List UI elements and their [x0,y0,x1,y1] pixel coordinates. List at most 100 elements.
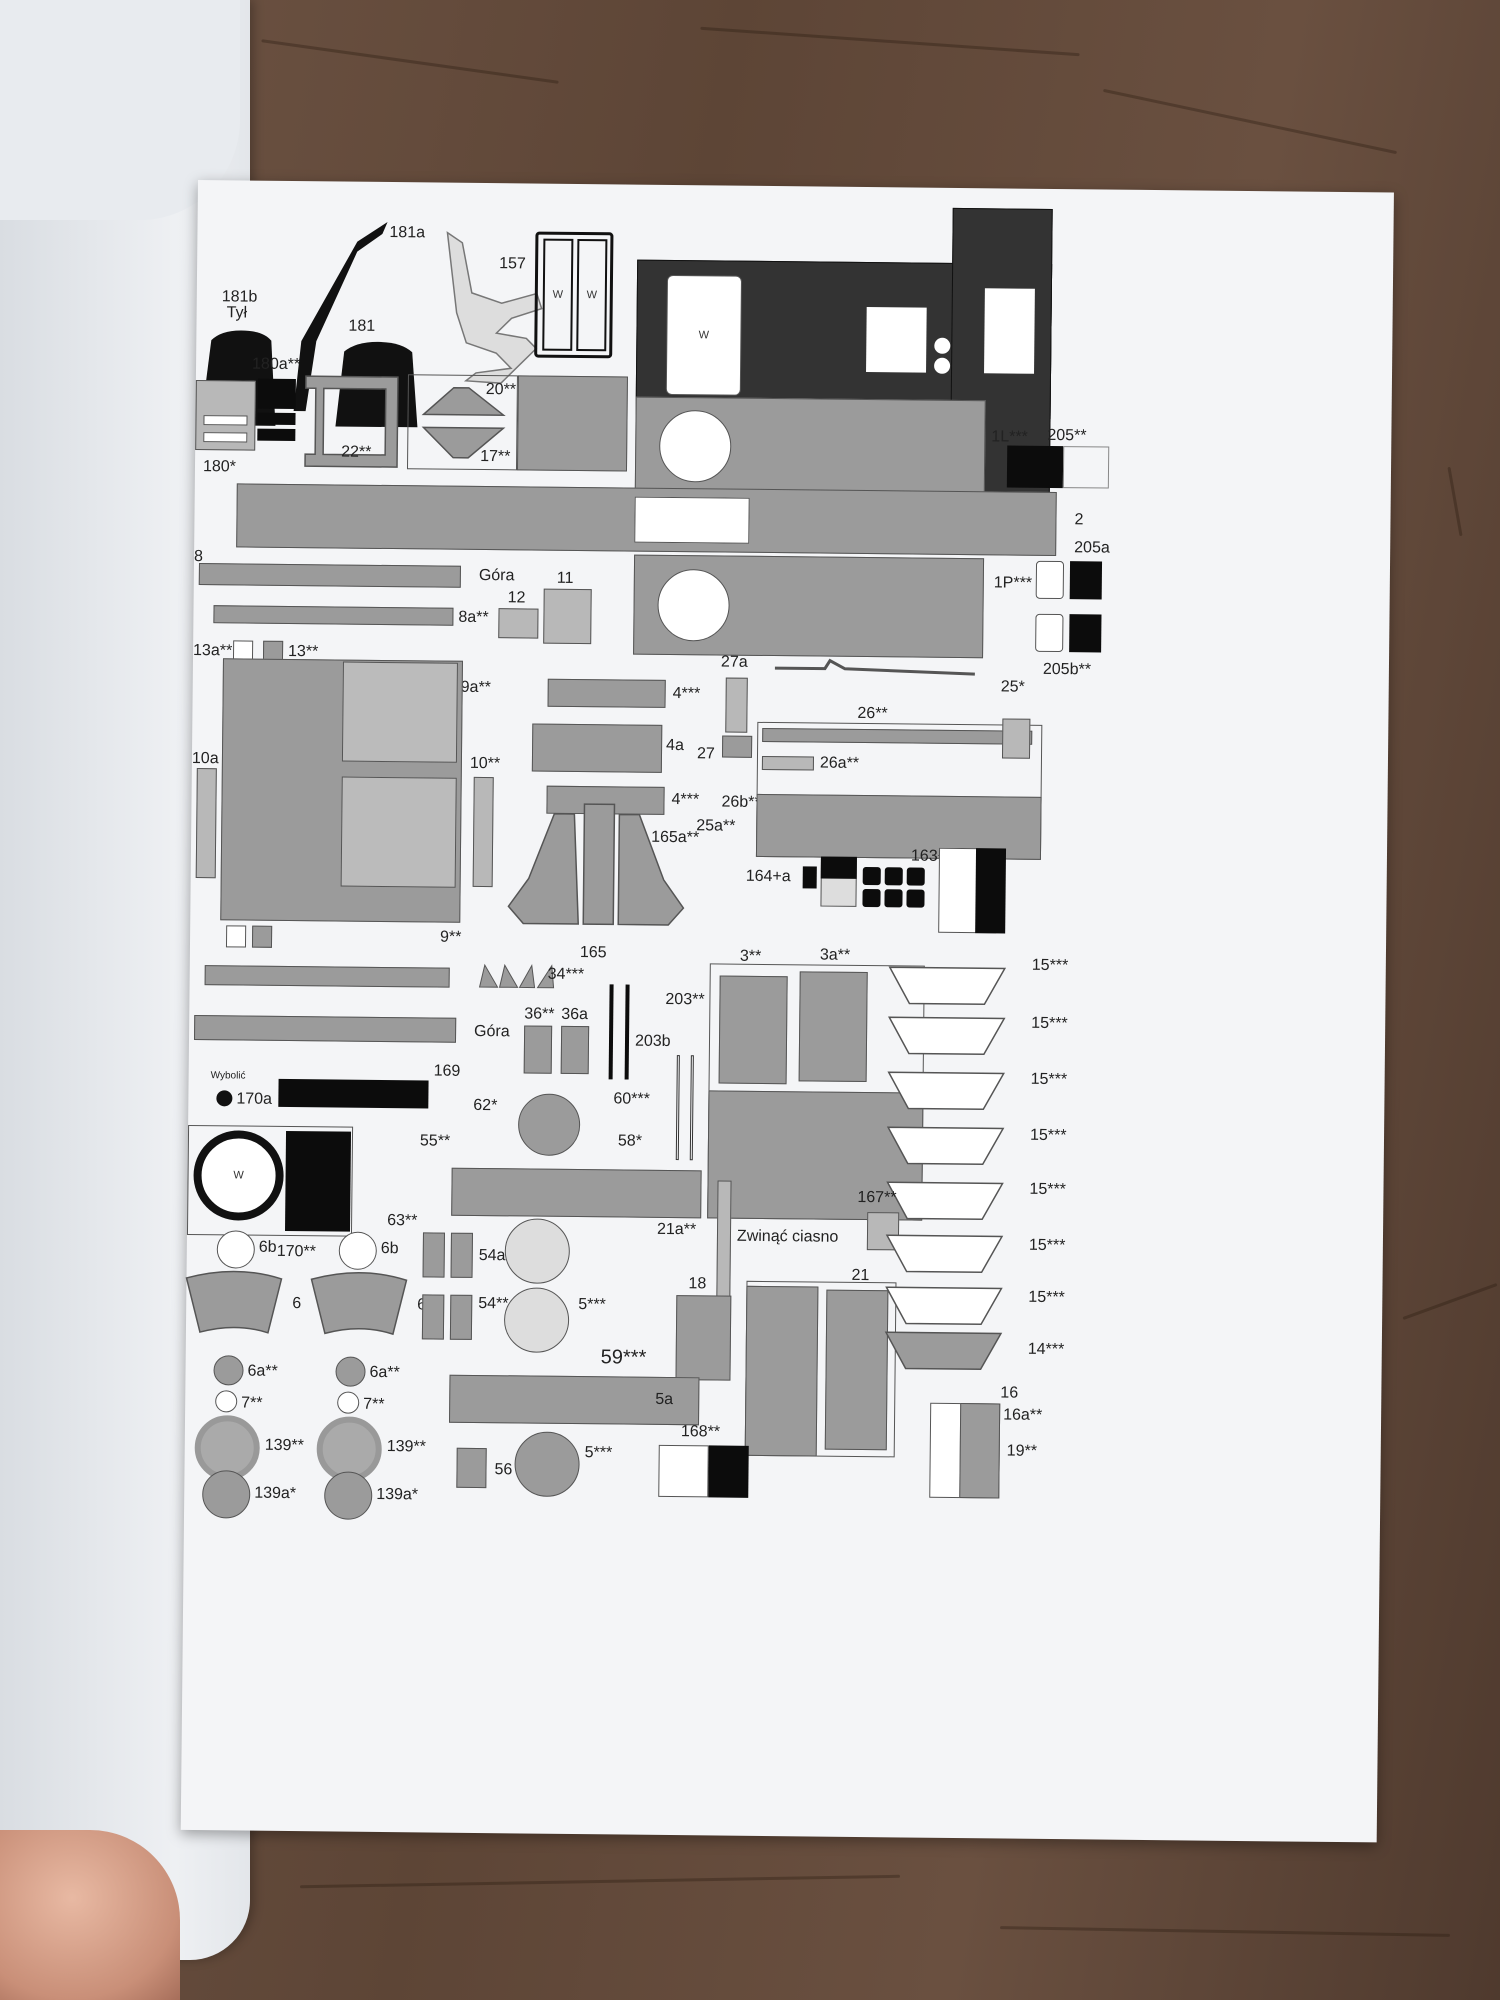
label-34: 34*** [547,965,585,984]
part-10a [195,768,217,879]
part-17 [421,426,506,459]
part-181a [293,221,388,412]
part-9a [341,661,458,763]
label-181: 181 [348,317,376,335]
label-63: 63** [387,1212,418,1230]
part-8c [193,1015,457,1043]
label-55: 55** [419,1132,451,1150]
part-36 [523,1025,553,1074]
part-2-window [634,496,750,544]
part-163-c [906,867,925,886]
part-205-lever [1062,446,1110,489]
label-62: 62* [473,1096,498,1115]
wood-grain-line [1402,1282,1498,1321]
part-180a [257,378,296,410]
part-205a-a [1035,560,1065,600]
label-27a: 27a [720,653,748,671]
part-163-b [884,867,903,886]
part-203a-stick-a [675,1055,680,1161]
part-157-left: W [542,238,574,351]
label-26: 26** [857,704,888,723]
part-26-rod [774,658,975,676]
model-sheet: 181a 181b Tył 181 157 W W 156 W 180a** 1… [180,180,1394,1843]
part-165 [507,803,685,926]
label-1P: 1P*** [993,574,1033,592]
label-4a: 4a [666,736,684,755]
label-9a: 9a** [460,678,492,697]
part-54a-a [422,1232,445,1278]
part-139a-a [201,1470,251,1519]
label-60: 60*** [613,1090,650,1108]
part-20-panel [516,375,628,472]
part-11 [543,588,592,645]
part-12 [498,608,539,639]
steering-wheel-icon: W [193,1130,285,1221]
label-164: 164+a [745,867,791,886]
label-6b-b: 6b [380,1239,399,1258]
label-25: 25* [1000,678,1025,696]
label-15-c: 15*** [1030,1070,1068,1089]
part-180-slot [203,432,248,443]
part-163-f [906,889,925,908]
part-small-square-b [251,925,273,948]
part-168-dark [708,1445,749,1498]
label-205: 205** [1047,426,1087,445]
part-169 [278,1078,429,1109]
label-169: 169 [433,1062,461,1080]
part-36a [560,1025,590,1075]
wood-grain-line [261,39,559,84]
part-205b-a [1035,613,1064,653]
part-8b [204,965,450,988]
label-165: 165 [579,944,607,962]
part-4a [531,723,663,773]
part-27-base [721,735,753,758]
part-56 [456,1447,487,1489]
label-15-b: 15*** [1031,1014,1068,1033]
part-5a-top [451,1167,702,1219]
label-15-a: 15*** [1031,956,1069,975]
part-170-dark [284,1130,352,1232]
part-156-cutout [866,307,927,373]
part-7-a [215,1390,238,1413]
label-gora-1: Góra [478,566,515,585]
part-7-b [337,1391,360,1414]
part-203a-stick-b [689,1055,694,1161]
part-163a-dark [975,848,1007,934]
label-59: 59*** [600,1346,647,1369]
label-tyl: Tył [226,304,248,322]
part-180-slot [203,415,248,426]
label-170: 170** [276,1242,317,1261]
label-139a-a: 139a* [254,1484,297,1503]
part-164 [802,866,817,889]
label-1L: 1L*** [991,428,1028,446]
part-10 [472,776,494,888]
label-6a-b: 6a** [369,1363,400,1382]
part-5-disc-b [514,1431,580,1498]
label-139-b: 139** [386,1438,426,1456]
part-156-window: W [665,274,743,396]
label-2: 2 [1074,511,1084,529]
part-157-right: W [576,238,608,352]
part-8a [213,605,454,626]
label-58: 58* [617,1132,643,1150]
label-11: 11 [556,569,574,587]
label-8a: 8a** [458,608,489,627]
label-180a: 180a** [251,355,301,374]
label-10a: 10a [191,749,219,768]
label-36a: 36a [561,1005,589,1024]
part-54-b [449,1294,473,1340]
part-34 [478,963,555,989]
part-203-stick-a [608,984,614,1080]
part-15-f [885,1234,1004,1274]
part-19 [959,1403,1001,1499]
label-3a: 3a** [819,946,851,964]
part-164a-dark [820,856,857,879]
label-19: 19** [1006,1442,1038,1460]
label-203b: 203b [634,1032,671,1050]
label-15-d: 15*** [1029,1126,1067,1145]
part-205b-b [1069,614,1102,653]
part-8 [198,563,461,588]
label-25a: 25a** [696,817,736,835]
label-zwinac: Zwinąć ciasno [736,1227,839,1246]
part-180a-c [257,428,296,442]
